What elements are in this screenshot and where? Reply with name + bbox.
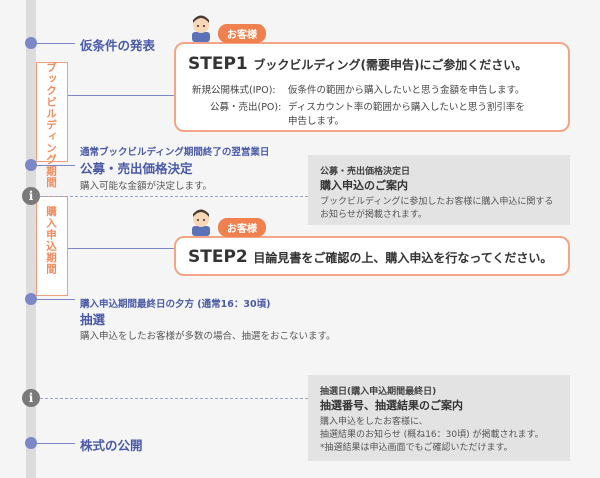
step1-heading: ブックビルディング(需要申告)にご参加ください。 — [253, 58, 528, 72]
ipo-label: 新規公開株式(IPO): — [192, 85, 276, 96]
info1-text-line2: お知らせが掲載されます。 — [320, 210, 427, 220]
application-period-label: 購入申込期間 — [45, 206, 57, 275]
info-icon: i — [22, 389, 40, 407]
milestone-announcement: 仮条件の発表 — [80, 38, 156, 53]
step2-title: STEP2 目論見書をご確認の上、購入申込を行なってください。 — [188, 247, 552, 267]
lottery-head: 購入申込期間最終日の夕方 (通常16：30頃) — [80, 299, 271, 310]
step1-card: STEP1 ブックビルディング(需要申告)にご参加ください。 新規公開株式(IP… — [174, 42, 570, 132]
info-connector — [40, 196, 308, 197]
step2-connector — [68, 248, 174, 249]
timeline-dot-price-decision — [25, 159, 37, 171]
timeline-dot-announcement — [25, 37, 37, 49]
po-label: 公募・売出(PO): — [210, 102, 282, 113]
price-decision-title: 公募・売出価格決定 — [80, 161, 193, 176]
application-period-box — [36, 196, 68, 296]
step1-title: STEP1 ブックビルディング(需要申告)にご参加ください。 — [188, 54, 527, 74]
step1-connector — [68, 95, 174, 96]
timeline-line — [26, 0, 36, 478]
step2-number: STEP2 — [188, 247, 248, 267]
lottery-text: 購入申込をしたお客様が多数の場合、抽選をおこないます。 — [80, 331, 336, 342]
info-icon: i — [22, 187, 40, 205]
info1-title: 購入申込のご案内 — [320, 179, 408, 192]
lottery-result-info-box: 抽選日(購入申込期間最終日) 抽選番号、抽選結果のご案内 購入申込をしたお客様に… — [308, 375, 570, 461]
info1-head: 公募・売出価格決定日 — [320, 167, 411, 177]
lottery-title: 抽選 — [80, 312, 106, 327]
milestone-listing: 株式の公開 — [80, 438, 143, 453]
connector-line — [37, 299, 75, 300]
timeline-dot-lottery — [25, 293, 37, 305]
book-building-period-label: ブックビルディング期間 — [45, 62, 57, 189]
info2-text-line2: 抽選結果のお知らせ (概ね16：30頃) が掲載されます。 — [320, 430, 544, 440]
info-connector — [40, 398, 308, 399]
info2-text-line3: *抽選結果は申込画面でもご確認いただけます。 — [320, 443, 513, 453]
purchase-guide-info-box: 公募・売出価格決定日 購入申込のご案内 ブックビルディングに参加したお客様に購入… — [308, 155, 570, 225]
timeline-dot-listing — [25, 437, 37, 449]
info2-text-line1: 購入申込をしたお客様に、 — [320, 417, 428, 427]
po-text-line1: ディスカウント率の範囲から購入したいと思う割引率を — [288, 102, 525, 113]
connector-line — [37, 165, 75, 166]
info2-head: 抽選日(購入申込期間最終日) — [320, 387, 437, 397]
connector-line — [37, 43, 75, 44]
price-decision-text: 購入可能な金額が決定します。 — [80, 181, 213, 192]
ipo-text: 仮条件の範囲から購入したいと思う金額を申告します。 — [288, 85, 525, 96]
step2-card: STEP2 目論見書をご確認の上、購入申込を行なってください。 — [174, 236, 570, 276]
book-building-period-box — [36, 62, 68, 162]
price-decision-head: 通常ブックビルディング期間終了の翌営業日 — [80, 147, 270, 158]
step1-number: STEP1 — [188, 54, 248, 74]
connector-line — [37, 443, 75, 444]
step2-heading: 目論見書をご確認の上、購入申込を行なってください。 — [253, 251, 553, 265]
customer-avatar-icon — [192, 15, 210, 42]
customer-badge: お客様 — [218, 218, 266, 237]
info1-text-line1: ブックビルディングに参加したお客様に購入申込に関する — [320, 197, 554, 207]
customer-badge: お客様 — [218, 24, 266, 43]
po-text-line2: 申告します。 — [288, 116, 345, 127]
info2-title: 抽選番号、抽選結果のご案内 — [320, 399, 463, 412]
customer-avatar-icon — [192, 209, 210, 236]
